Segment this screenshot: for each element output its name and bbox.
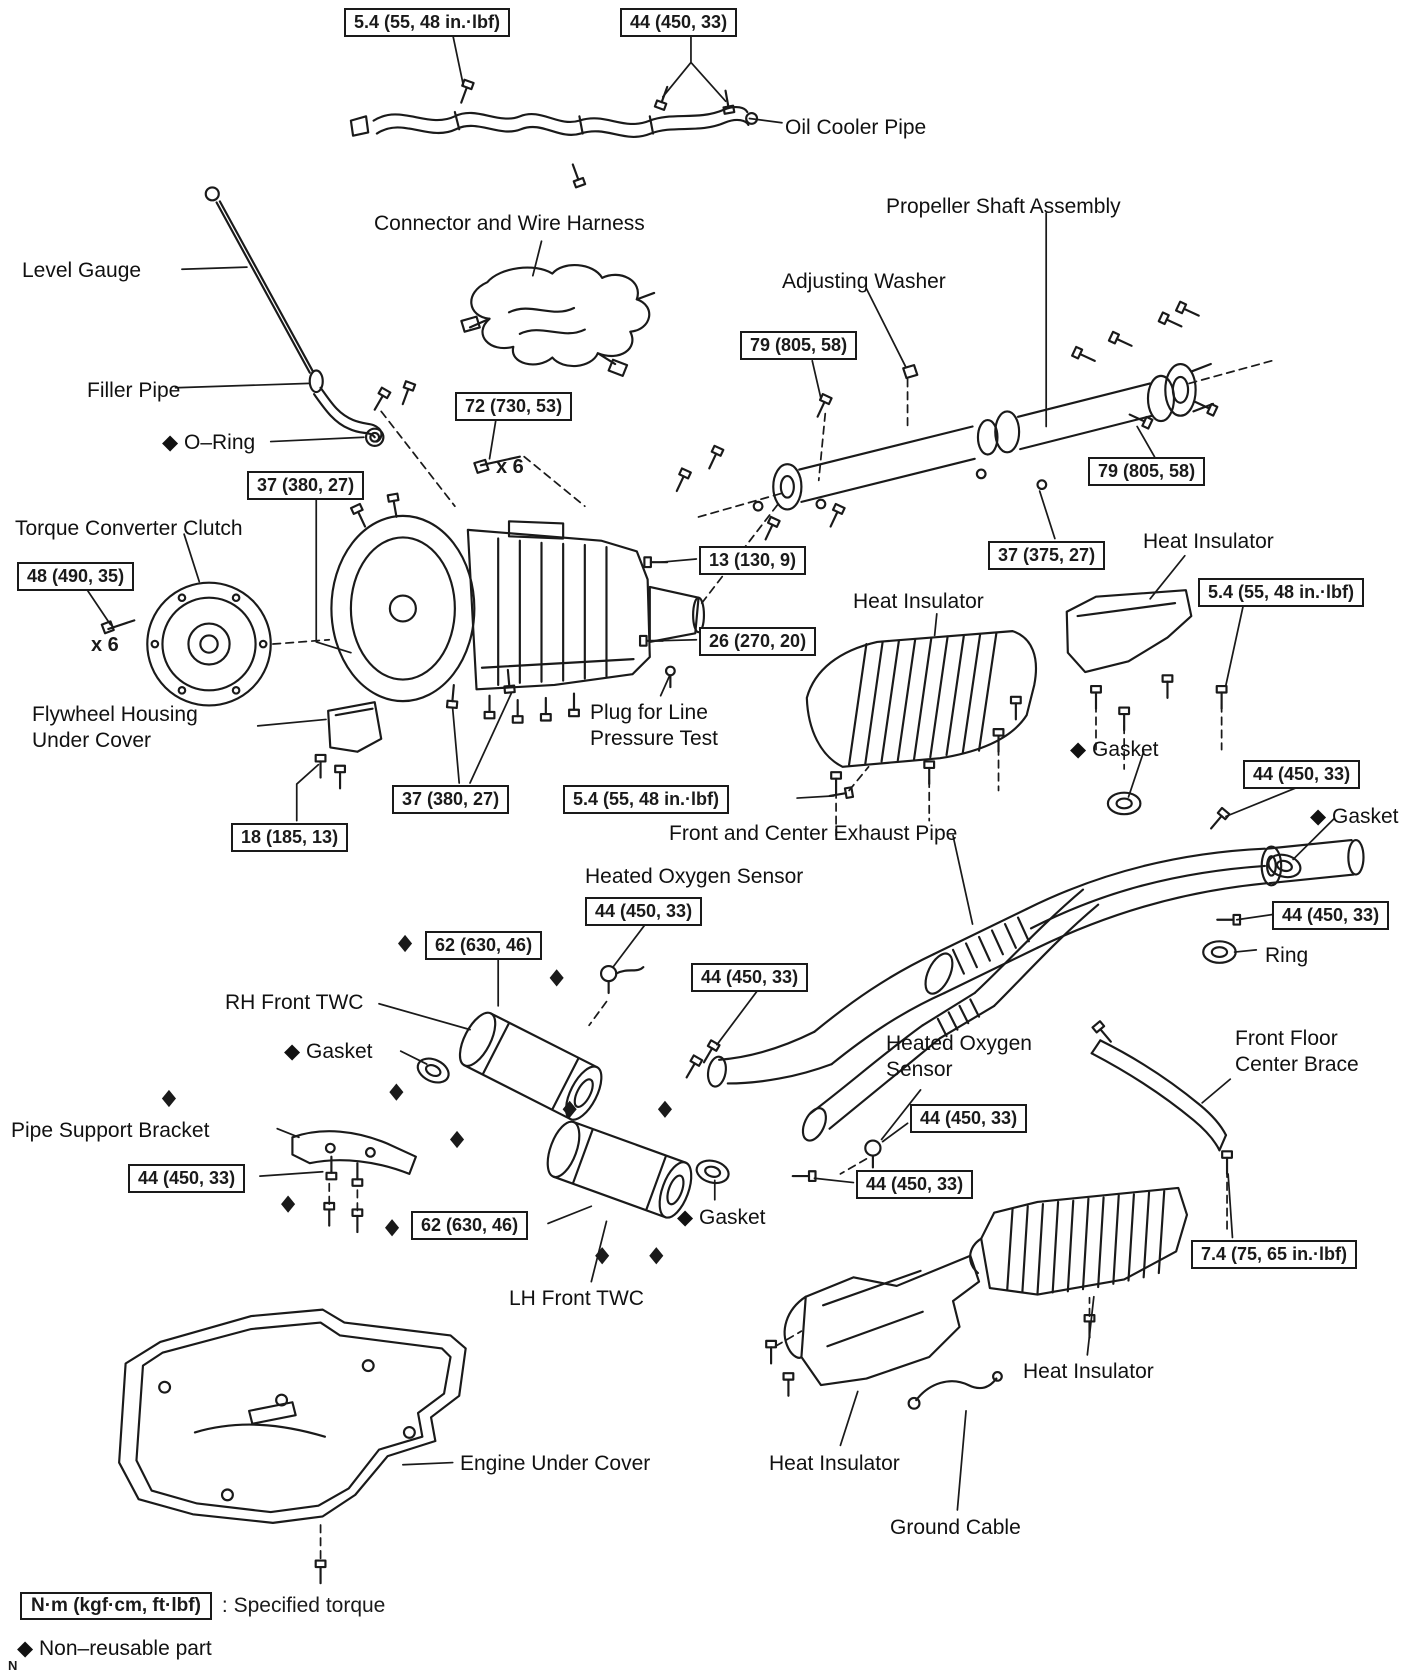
part-label-engine-under-cover: Engine Under Cover [460,1452,651,1475]
part-label-propeller-shaft-assembly: Propeller Shaft Assembly [886,195,1121,218]
part-label-ring: Ring [1265,944,1309,967]
part-label-o-ring: ◆ O–Ring [162,431,256,454]
torque-box-12: 44 (450, 33) [1243,760,1361,789]
part-label-gasket-4: ◆ Gasket [677,1206,766,1229]
propeller-shaft-art [752,362,1215,512]
part-label-lh-front-twc: LH Front TWC [509,1287,644,1310]
ground-cable-art [907,1371,1003,1410]
part-label-front-center-exhaust-pipe: Front and Center Exhaust Pipe [669,822,958,845]
oxygen-sensor-art [599,964,882,1169]
torque-box-22: 44 (450, 33) [856,1170,974,1199]
part-label-filler-pipe: Filler Pipe [87,379,181,402]
legend-torque-unit-box: N·m (kgf·cm, ft·lbf) [20,1592,212,1620]
heat-insulator-center-art [805,630,1038,768]
exhaust-pipe-art [706,838,1365,1142]
gasket-rings-art [412,791,1305,1188]
torque-box-24: 7.4 (75, 65 in.·lbf) [1191,1240,1358,1269]
torque-box-4: 72 (730, 53) [455,392,573,421]
torque-box-6: 79 (805, 58) [1088,457,1206,486]
part-label-gasket-1: ◆ Gasket [1070,738,1159,761]
heat-insulator-bottom-right-art [969,1186,1189,1296]
part-label-heat-insulator-bottom-center: Heat Insulator [769,1452,900,1475]
torque-box-2: 44 (450, 33) [620,8,738,37]
heat-insulator-bottom-center-art [783,1254,981,1387]
torque-box-20: 44 (450, 33) [910,1104,1028,1133]
heat-insulator-right-art [1065,589,1193,674]
torque-box-18: 62 (630, 46) [425,931,543,960]
transmission-art [330,514,706,703]
torque-box-9: 37 (375, 27) [988,541,1106,570]
level-gauge-art [204,186,315,374]
wire-harness-art [460,263,656,377]
part-label-rh-front-twc: RH Front TWC [225,991,364,1014]
legend-torque-note: : Specified torque [221,1594,386,1617]
torque-box-19: 44 (450, 33) [691,963,809,992]
pipe-support-bracket-art [291,1130,417,1176]
quantity-x6-converter: x 6 [91,634,119,656]
torque-box-8: 13 (130, 9) [699,546,807,575]
quantity-x6-bolts: x 6 [496,456,524,478]
torque-box-15: 18 (185, 13) [231,823,349,852]
engine-under-cover-art [118,1308,467,1524]
part-label-oil-cooler-pipe: Oil Cooler Pipe [785,116,927,139]
torque-box-17: 44 (450, 33) [1272,901,1390,930]
part-label-connector-wire-harness: Connector and Wire Harness [374,212,645,235]
legend-torque: N·m (kgf·cm, ft·lbf) : Specified torque [20,1592,385,1620]
legend-non-reusable: ◆ Non–reusable part [17,1637,212,1660]
part-label-heat-insulator-center: Heat Insulator [853,590,984,613]
part-label-gasket-3: ◆ Gasket [284,1040,373,1063]
part-label-pipe-support-bracket: Pipe Support Bracket [11,1119,210,1142]
o-ring-art [364,427,385,447]
part-label-flywheel-housing-under-cover: Flywheel Housing Under Cover [32,703,198,753]
part-label-heated-oxygen-sensor-1: Heated Oxygen Sensor [585,865,804,888]
torque-box-23: 62 (630, 46) [411,1211,529,1240]
filler-pipe-art [308,369,383,443]
torque-box-13: 37 (380, 27) [392,785,510,814]
part-label-front-floor-center-brace: Front Floor Center Brace [1235,1027,1359,1077]
bolt-fasteners [314,78,1242,1585]
floor-brace-art [1090,1039,1228,1152]
part-label-heat-insulator-bottom-right: Heat Insulator [1023,1360,1154,1383]
torque-converter-art [100,581,272,707]
part-label-heated-oxygen-sensor-2: Heated Oxygen Sensor [886,1032,1032,1082]
part-label-gasket-2: ◆ Gasket [1310,805,1399,828]
page-corner-mark: N [8,1658,18,1673]
part-label-plug-line-pressure-test: Plug for Line Pressure Test [590,701,718,751]
part-label-ground-cable: Ground Cable [890,1516,1021,1539]
part-label-torque-converter-clutch: Torque Converter Clutch [15,517,243,540]
part-label-adjusting-washer: Adjusting Washer [782,270,946,293]
part-label-level-gauge: Level Gauge [22,259,142,282]
oil-cooler-pipe-art [349,105,759,138]
part-label-heat-insulator-right: Heat Insulator [1143,530,1274,553]
flywheel-under-cover-art [327,701,383,753]
torque-box-3: 79 (805, 58) [740,331,858,360]
torque-box-14: 5.4 (55, 48 in.·lbf) [563,785,730,814]
torque-box-16: 44 (450, 33) [585,897,703,926]
torque-box-10: 5.4 (55, 48 in.·lbf) [1198,578,1365,607]
rh-front-twc-art [458,1011,603,1121]
torque-box-21: 44 (450, 33) [128,1164,246,1193]
lh-front-twc-art [546,1120,693,1219]
torque-box-1: 5.4 (55, 48 in.·lbf) [344,8,511,37]
torque-box-5: 37 (380, 27) [247,471,365,500]
leader-lines [85,33,1336,1511]
torque-box-7: 48 (490, 35) [17,562,135,591]
torque-box-11: 26 (270, 20) [699,627,817,656]
